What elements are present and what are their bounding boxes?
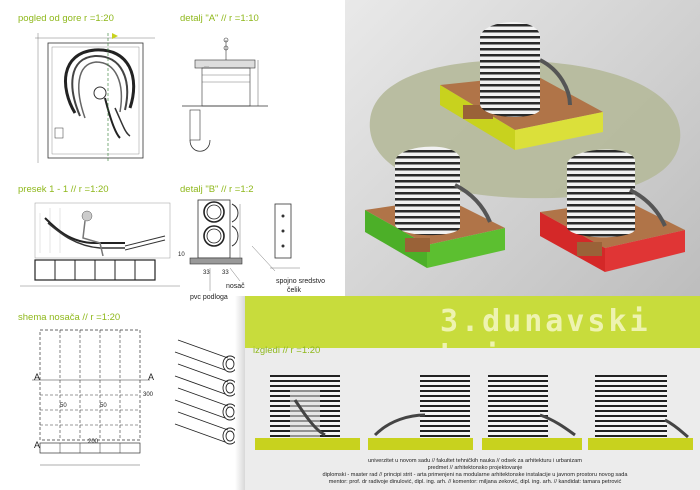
scheme-dim-200: 200 [88,439,99,445]
scheme-dim-50a: 50 [60,403,67,409]
detail-a-title: detalj "A" // r =1:10 [180,13,259,24]
scheme-dim-300: 300 [143,392,154,398]
note-spojno: spojno sredstvo [276,278,326,285]
credits-line-2: predmet // arhitektonsko projektovanje [427,465,523,471]
scheme-title: shema nosača // r =1:20 [18,312,121,323]
note-pvc: pvc podloga [190,294,228,301]
detail-b-title: detalj "B" // r =1:2 [180,184,254,195]
plan-top-title: pogled od gore r =1:20 [18,13,114,24]
credits-line-1: univerzitet u novom sadu // fakultet teh… [368,458,582,464]
scheme-a-right: A [148,372,155,382]
dim-33-b: 33 [222,270,229,276]
pipes-drawing [174,339,238,445]
elevations-drawing [255,375,693,450]
credits-line-3: diplomski - master rad // principi strit… [322,472,628,478]
note-celik: čelik [287,287,302,294]
plan-top-drawing [35,33,155,163]
views-title: izgledi // r =1:20 [253,345,321,356]
render-illustration [365,22,685,272]
svg-text:___: ___ [203,63,209,67]
dim-10: 10 [178,252,185,258]
detail-b-drawing [189,199,300,291]
title-band [245,296,700,348]
credits-line-4: mentor: prof. dr radivoje dinulović, dip… [328,479,622,485]
detail-a-drawing: ___ [182,37,268,152]
scheme-a-bottom: A [34,440,41,450]
credits-block: univerzitet u novom sadu // fakultet teh… [255,458,695,486]
panel-shadow [235,296,245,490]
scheme-a-left: A [34,372,41,382]
dim-33-a: 33 [203,270,210,276]
scheme-drawing [32,329,150,466]
scheme-dim-50b: 50 [100,403,107,409]
note-nosac: nosač [226,283,245,290]
section-drawing [20,202,180,287]
section-title: presek 1 - 1 // r =1:20 [18,184,109,195]
